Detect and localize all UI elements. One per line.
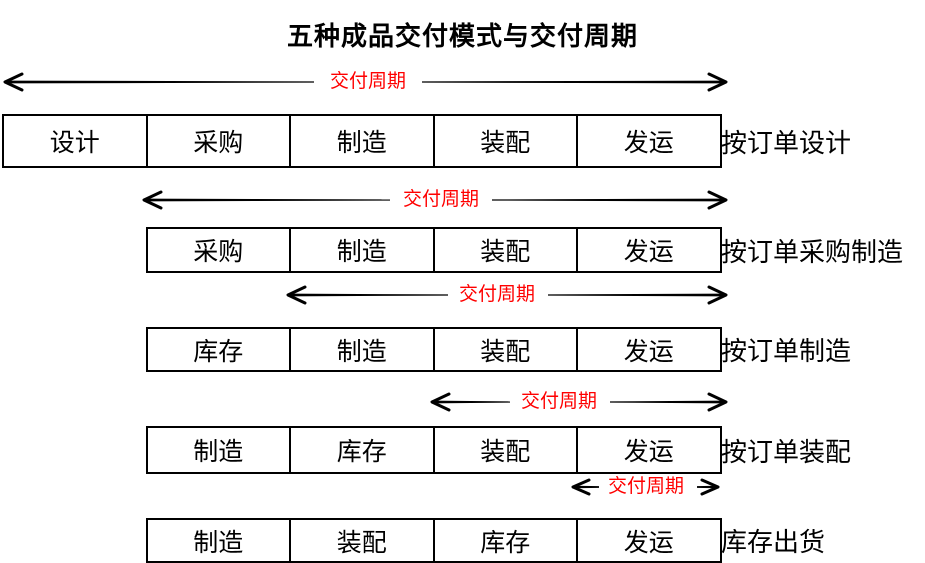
cycle-arrow-row1 xyxy=(3,72,728,92)
cycle-label: 交付周期 xyxy=(520,391,597,412)
stage-box: 库存 xyxy=(432,518,578,563)
mode-label: 按订单设计 xyxy=(721,128,852,158)
stage-box: 库存 xyxy=(289,426,435,474)
stage-box: 库存 xyxy=(145,327,291,372)
cycle-arrow-row5 xyxy=(571,478,720,496)
mode-label: 按订单制造 xyxy=(721,337,852,366)
stage-box: 装配 xyxy=(432,327,578,372)
cycle-arrow-row4 xyxy=(430,392,728,412)
stage-box: 装配 xyxy=(289,518,435,563)
cycle-label: 交付周期 xyxy=(402,189,479,210)
cycle-arrow-row3 xyxy=(286,285,728,305)
stage-row-make-to-order: 库存 制造 装配 发运 xyxy=(145,327,722,372)
stage-box: 采购 xyxy=(145,227,291,273)
stage-row-assemble-to-order: 制造 库存 装配 发运 xyxy=(145,426,722,474)
stage-box: 装配 xyxy=(432,114,578,168)
stage-box: 设计 xyxy=(2,114,148,168)
stage-box: 发运 xyxy=(576,114,722,168)
stage-box: 发运 xyxy=(576,327,722,372)
cycle-arrow-row2 xyxy=(142,190,728,210)
diagram-title: 五种成品交付模式与交付周期 xyxy=(286,22,638,51)
stage-box: 发运 xyxy=(576,227,722,273)
stage-box: 装配 xyxy=(432,227,578,273)
mode-label: 按订单装配 xyxy=(721,437,852,467)
cycle-label: 交付周期 xyxy=(329,71,406,92)
stage-box: 采购 xyxy=(145,114,291,168)
stage-row-ship-from-stock: 制造 装配 库存 发运 xyxy=(145,518,722,563)
stage-box: 制造 xyxy=(289,227,435,273)
mode-label: 按订单采购制造 xyxy=(721,237,904,267)
mode-label: 库存出货 xyxy=(721,528,826,557)
cycle-label: 交付周期 xyxy=(458,284,535,305)
stage-row-purchase-make-to-order: 采购 制造 装配 发运 xyxy=(145,227,722,273)
stage-row-engineer-to-order: 设计 采购 制造 装配 发运 xyxy=(2,114,722,168)
cycle-label: 交付周期 xyxy=(607,476,684,497)
stage-box: 制造 xyxy=(289,114,435,168)
stage-box: 制造 xyxy=(289,327,435,372)
stage-box: 发运 xyxy=(576,518,722,563)
stage-box: 制造 xyxy=(145,518,291,563)
stage-box: 装配 xyxy=(432,426,578,474)
stage-box: 发运 xyxy=(576,426,722,474)
stage-box: 制造 xyxy=(145,426,291,474)
